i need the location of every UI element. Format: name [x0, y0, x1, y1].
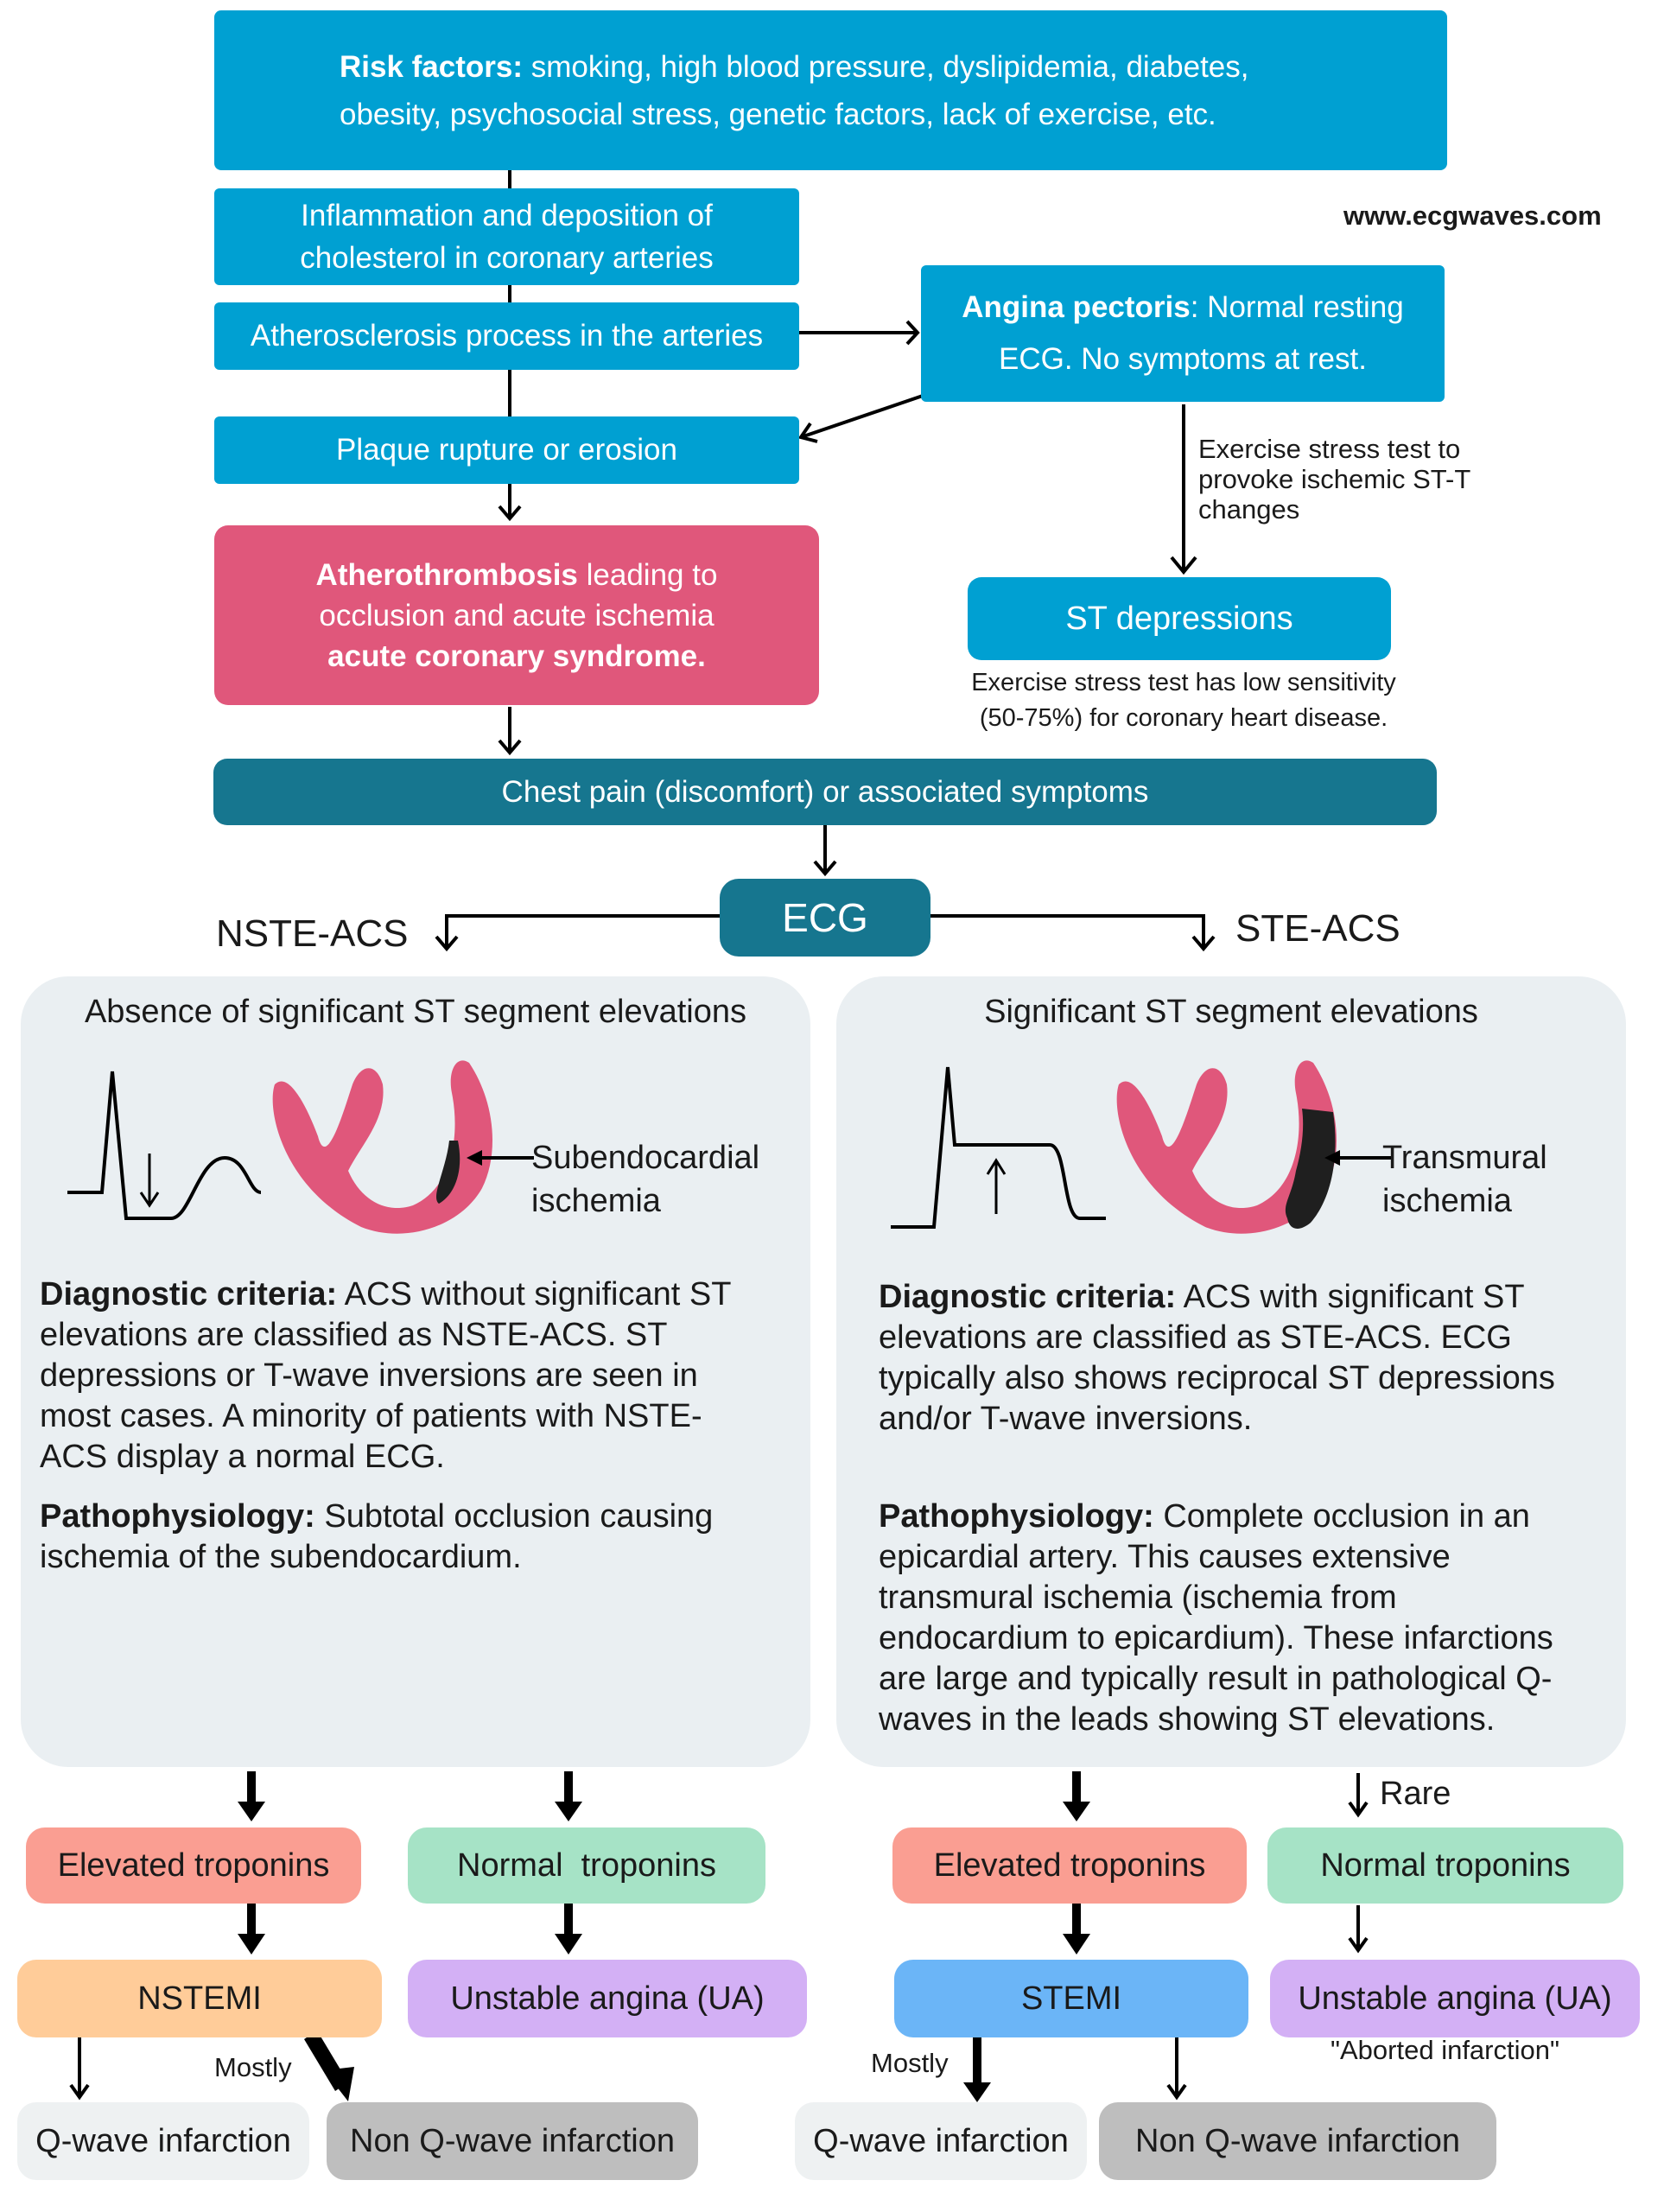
chest-pain-box: Chest pain (discomfort) or associated sy…	[213, 759, 1437, 825]
ste-patho-line-1: Complete occlusion in an	[1153, 1498, 1530, 1535]
ste-acs-label: STE-ACS	[1235, 907, 1400, 950]
ecg-box: ECG	[720, 879, 930, 957]
exercise-line-3: changes	[1198, 494, 1300, 524]
sensitivity-line-1: Exercise stress test has low sensitivity	[971, 669, 1396, 696]
ste-patho-line-3: transmural ischemia (ischemia from	[879, 1580, 1397, 1616]
atherothrombosis-bold: Atherothrombosis	[315, 557, 578, 592]
nste-criteria-line-4: most cases. A minority of patients with …	[40, 1398, 702, 1434]
ste-unstable-angina: Unstable angina (UA)	[1270, 1960, 1640, 2037]
transmural-pointer-icon	[1324, 1150, 1392, 1166]
ste-patho-line-5: are large and typically result in pathol…	[879, 1661, 1553, 1697]
ste-patho-bold: Pathophysiology:	[879, 1498, 1154, 1535]
exercise-note: Exercise stress test to provoke ischemic…	[1198, 434, 1470, 524]
exercise-line-1: Exercise stress test to	[1198, 434, 1461, 464]
subendocardial-pointer-icon	[467, 1150, 534, 1166]
ste-panel-heading: Significant ST segment elevations	[984, 994, 1478, 1030]
transmural-label-2: ischemia	[1382, 1183, 1512, 1219]
ste-mostly-label: Mostly	[871, 2048, 949, 2078]
ste-acs-panel	[836, 976, 1626, 1767]
atherothrombosis-line-1: leading to	[577, 557, 718, 592]
transmural-heart-icon	[1116, 1060, 1337, 1234]
plaque-box: Plaque rupture or erosion	[214, 416, 799, 484]
rare-label: Rare	[1380, 1776, 1451, 1812]
risk-factors-box: Risk factors: smoking, high blood pressu…	[214, 10, 1447, 170]
nste-mostly-label: Mostly	[214, 2052, 292, 2082]
nste-criteria-line-1: ACS without significant ST	[337, 1276, 732, 1313]
ste-elevated-troponins: Elevated troponins	[892, 1827, 1247, 1904]
sensitivity-note: Exercise stress test has low sensitivity…	[899, 665, 1469, 736]
sensitivity-line-2: (50-75%) for coronary heart disease.	[979, 704, 1388, 732]
atherothrombosis-line-2: occlusion and acute ischemia	[319, 598, 715, 632]
atherothrombosis-line-3: acute coronary syndrome.	[327, 639, 706, 673]
nste-acs-panel	[21, 976, 810, 1767]
subendocardial-label: Subendocardial ischemia	[531, 1136, 759, 1223]
nste-unstable-angina: Unstable angina (UA)	[408, 1960, 807, 2037]
nste-panel-heading: Absence of significant ST segment elevat…	[84, 994, 747, 1030]
risk-factors-label: Risk factors:	[340, 49, 524, 84]
nste-criteria-line-2: elevations are classified as NSTE-ACS. S…	[40, 1317, 668, 1353]
subendocardial-heart-icon	[272, 1060, 492, 1234]
ste-criteria-line-3: typically also shows reciprocal ST depre…	[879, 1360, 1555, 1396]
ste-patho-line-6: waves in the leads showing ST elevations…	[879, 1701, 1496, 1738]
ste-criteria: Diagnostic criteria: ACS with significan…	[879, 1277, 1622, 1440]
ste-pathophysiology: Pathophysiology: Complete occlusion in a…	[879, 1497, 1622, 1740]
ste-criteria-bold: Diagnostic criteria:	[879, 1279, 1177, 1315]
atherothrombosis-box: Atherothrombosis leading to occlusion an…	[214, 525, 819, 705]
nste-criteria-line-5: ACS display a normal ECG.	[40, 1439, 445, 1475]
nste-pathophysiology: Pathophysiology: Subtotal occlusion caus…	[40, 1497, 800, 1578]
nste-patho-line-2: ischemia of the subendocardium.	[40, 1539, 522, 1575]
angina-line-1: : Normal resting	[1190, 290, 1404, 324]
risk-factors-text-1: smoking, high blood pressure, dyslipidem…	[523, 49, 1249, 84]
inflammation-line-2: cholesterol in coronary arteries	[300, 241, 714, 275]
aborted-infarction-label: "Aborted infarction"	[1331, 2035, 1559, 2065]
angina-line-2: ECG. No symptoms at rest.	[999, 342, 1367, 376]
nste-criteria-line-3: depressions or T-wave inversions are see…	[40, 1357, 698, 1394]
nste-patho-line-1: Subtotal occlusion causing	[314, 1498, 714, 1535]
ste-criteria-line-4: and/or T-wave inversions.	[879, 1401, 1253, 1437]
nste-non-q-wave-infarction: Non Q-wave infarction	[327, 2102, 698, 2180]
subendocardial-label-1: Subendocardial	[531, 1140, 760, 1176]
atherosclerosis-box: Atherosclerosis process in the arteries	[214, 302, 799, 370]
subendocardial-label-2: ischemia	[531, 1183, 661, 1219]
nste-acs-label: NSTE-ACS	[216, 912, 409, 955]
ste-criteria-line-2: elevations are classified as STE-ACS. EC…	[879, 1319, 1512, 1356]
nste-criteria: Diagnostic criteria: ACS without signifi…	[40, 1274, 800, 1478]
inflammation-box: Inflammation and deposition of cholestero…	[214, 188, 799, 285]
nste-normal-troponins: Normal troponins	[408, 1827, 765, 1904]
ste-non-q-wave-infarction: Non Q-wave infarction	[1099, 2102, 1496, 2180]
nste-q-wave-infarction: Q-wave infarction	[17, 2102, 309, 2180]
ste-criteria-line-1: ACS with significant ST	[1176, 1279, 1525, 1315]
risk-factors-text-2: obesity, psychosocial stress, genetic fa…	[340, 97, 1216, 131]
stemi-box: STEMI	[894, 1960, 1248, 2037]
transmural-label: Transmural ischemia	[1382, 1136, 1547, 1223]
transmural-label-1: Transmural	[1382, 1140, 1547, 1176]
nste-elevated-troponins: Elevated troponins	[26, 1827, 361, 1904]
ste-patho-line-4: endocardium to epicardium). These infarc…	[879, 1620, 1553, 1656]
nste-patho-bold: Pathophysiology:	[40, 1498, 315, 1535]
angina-bold: Angina pectoris	[962, 290, 1191, 324]
nstemi-box: NSTEMI	[17, 1960, 382, 2037]
st-depression-ecg-icon	[67, 1071, 262, 1220]
ste-q-wave-infarction: Q-wave infarction	[795, 2102, 1087, 2180]
ste-patho-line-2: epicardial artery. This causes extensive	[879, 1539, 1451, 1575]
st-depressions-box: ST depressions	[968, 577, 1391, 660]
exercise-line-2: provoke ischemic ST-T	[1198, 464, 1471, 494]
st-elevation-ecg-icon	[891, 1066, 1106, 1229]
ste-normal-troponins: Normal troponins	[1267, 1827, 1623, 1904]
website-label: www.ecgwaves.com	[1343, 200, 1602, 231]
nste-criteria-bold: Diagnostic criteria:	[40, 1276, 338, 1313]
inflammation-line-1: Inflammation and deposition of	[301, 199, 713, 232]
